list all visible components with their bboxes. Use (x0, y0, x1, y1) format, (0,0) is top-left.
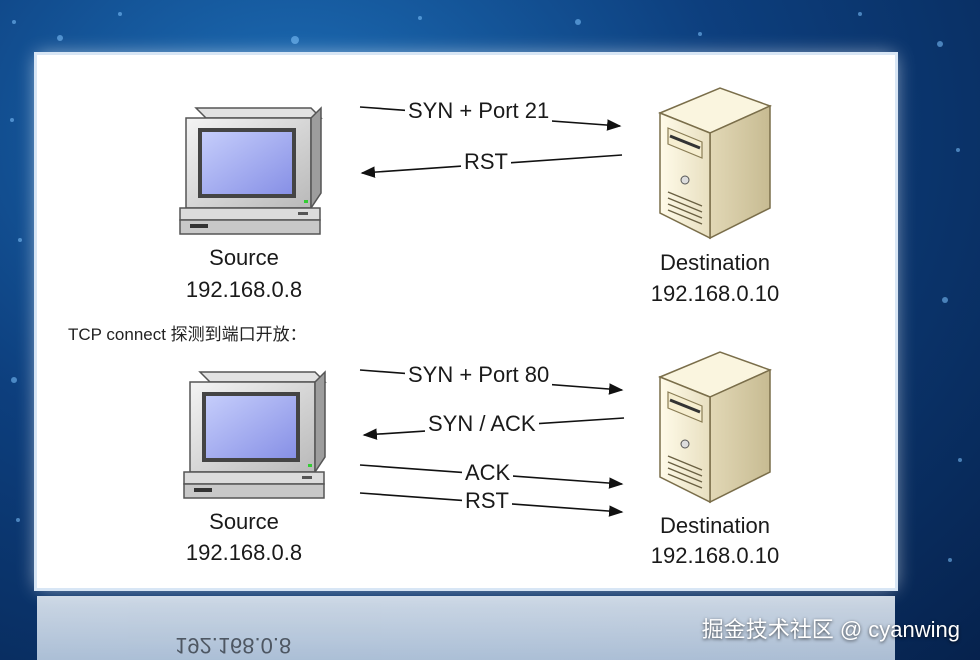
reflection-text: 192.168.0.8 (175, 632, 291, 658)
destination-server-icon-bottom (660, 352, 770, 502)
destination-ip-bottom: 192.168.0.10 (640, 545, 790, 567)
source-computer-icon-bottom (184, 372, 325, 498)
msg-rst-bottom: RST (462, 490, 512, 512)
msg-syn-port21: SYN + Port 21 (405, 100, 552, 122)
msg-rst-top: RST (461, 151, 511, 173)
source-label-top: Source (180, 247, 308, 269)
msg-ack: ACK (462, 462, 513, 484)
destination-label-top: Destination (640, 252, 790, 274)
msg-syn-ack: SYN / ACK (425, 413, 539, 435)
destination-server-icon-top (660, 88, 770, 238)
source-label-bottom: Source (180, 511, 308, 533)
msg-syn-port80: SYN + Port 80 (405, 364, 552, 386)
destination-ip-top: 192.168.0.10 (640, 283, 790, 305)
source-ip-bottom: 192.168.0.8 (170, 542, 318, 564)
watermark: 掘金技术社区 @ cyanwing (702, 612, 960, 644)
destination-label-bottom: Destination (640, 515, 790, 537)
section-caption: TCP connect 探测到端口开放： (68, 320, 307, 345)
source-computer-icon-top (180, 108, 321, 234)
source-ip-top: 192.168.0.8 (170, 279, 318, 301)
